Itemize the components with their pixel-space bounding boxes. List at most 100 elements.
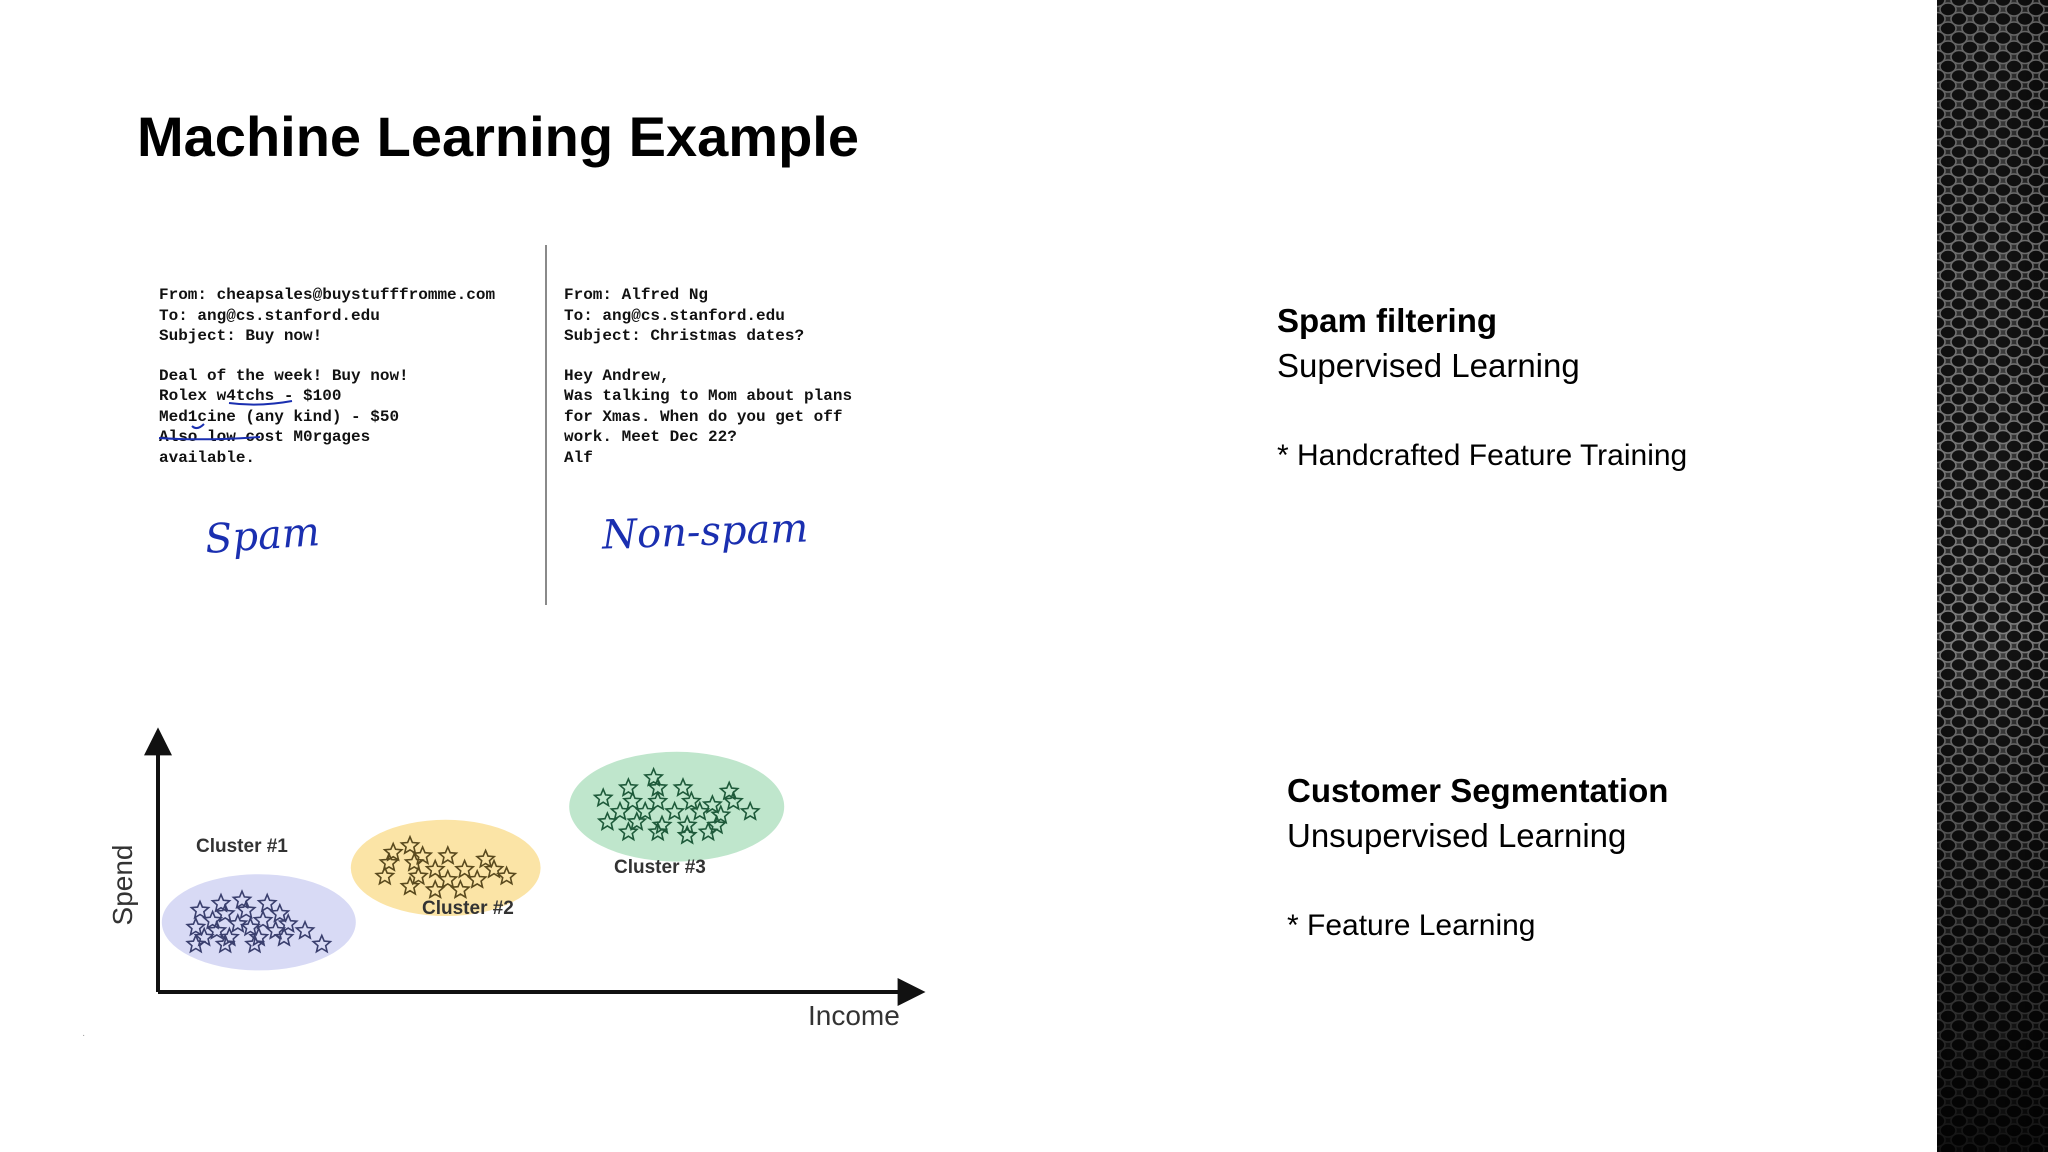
cluster-1-point xyxy=(231,889,253,910)
cluster-2-point xyxy=(483,858,505,879)
email-line: work. Meet Dec 22? xyxy=(564,428,737,446)
email-line: Was talking to Mom about plans xyxy=(564,387,853,405)
cluster-3-point xyxy=(647,821,669,842)
decorative-honeycomb-panel xyxy=(1937,0,2048,1152)
spam-filtering-heading: Spam filtering xyxy=(1277,302,1498,339)
cluster-1-point xyxy=(214,902,236,923)
cluster-3-point xyxy=(609,800,631,821)
cluster-1-point xyxy=(189,899,211,920)
cluster-2-point xyxy=(378,851,400,872)
email-line: Med1cine (any kind) - $50 xyxy=(159,407,400,426)
x-axis-label: Income xyxy=(808,1000,900,1031)
cluster-3-point xyxy=(617,821,639,842)
cluster-3-point xyxy=(592,787,614,808)
email-line: From: cheapsales@buystufffromme.com xyxy=(159,286,496,304)
cluster-1-point xyxy=(269,902,291,923)
cluster-1-point xyxy=(210,892,232,913)
cluster-3-label: Cluster #3 xyxy=(614,857,706,878)
email-line: Deal of the week! Buy now! xyxy=(159,366,409,385)
email-line: Hey Andrew, xyxy=(564,366,670,385)
cluster-3-point xyxy=(643,766,665,787)
cluster-3-point xyxy=(680,790,702,811)
cluster-1-point xyxy=(185,933,207,954)
email-line: To: ang@cs.stanford.edu xyxy=(564,306,785,325)
cluster-2-point xyxy=(382,841,404,862)
unsupervised-learning-label: Unsupervised Learning xyxy=(1287,817,1627,854)
cluster-3-point xyxy=(710,804,732,825)
spam-filtering-block: Spam filtering Supervised Learning * Han… xyxy=(1277,298,1687,478)
spam-email: From: cheapsales@buystufffromme.com To: … xyxy=(159,285,495,468)
email-line: Alf xyxy=(564,448,593,467)
cluster-3-point xyxy=(647,790,669,811)
cluster-3-point xyxy=(701,793,723,815)
cluster-3-point xyxy=(697,821,719,842)
handcrafted-feature-note: * Handcrafted Feature Training xyxy=(1277,439,1688,472)
cluster-3-point xyxy=(722,790,744,811)
y-axis-label: Spend xyxy=(107,845,138,926)
cluster-1-label: Cluster #1 xyxy=(196,836,288,857)
cluster-1-point xyxy=(294,919,316,940)
cluster-2-point xyxy=(437,868,459,889)
cluster-2-point xyxy=(403,851,425,872)
cluster-3-point xyxy=(739,800,761,821)
cluster-1-point xyxy=(214,933,236,954)
cluster-3-point xyxy=(617,776,639,798)
cluster-1-point xyxy=(235,899,257,920)
cluster-2-point xyxy=(399,875,421,896)
email-line: available. xyxy=(159,448,256,467)
slide-footnote-mark: · xyxy=(82,1030,86,1041)
email-line: From: Alfred Ng xyxy=(564,286,709,304)
cluster-2-point xyxy=(466,868,488,889)
cluster-3-point xyxy=(626,810,648,832)
spam-label: Spam xyxy=(203,509,322,563)
cluster-2-label: Cluster #2 xyxy=(422,898,514,919)
cluster-2-point xyxy=(437,844,459,865)
cluster-3-point xyxy=(718,780,740,801)
cluster-3-point xyxy=(676,814,698,835)
email-line: Also low cost M0rgages xyxy=(159,428,371,446)
cluster-3-point xyxy=(634,800,656,821)
email-line: for Xmas. When do you get off xyxy=(564,407,843,426)
cluster-2-point xyxy=(424,858,446,879)
non-spam-label: Non-spam xyxy=(601,505,810,559)
slide-title: Machine Learning Example xyxy=(137,105,859,168)
cluster-1-point xyxy=(206,919,228,940)
cluster-1-point xyxy=(252,909,274,930)
email-example-panel: From: cheapsales@buystufffromme.com To: … xyxy=(142,245,942,605)
cluster-1-point xyxy=(239,916,261,937)
cluster-2-point xyxy=(475,848,497,869)
cluster-3-point xyxy=(672,776,694,798)
cluster-chart: Income Spend Cluster #1 Cluster #2 Clust… xyxy=(100,715,930,1045)
email-line: Rolex w4tchs - $100 xyxy=(159,387,342,405)
customer-segmentation-heading: Customer Segmentation xyxy=(1287,772,1669,809)
cluster-2-point xyxy=(399,834,421,855)
supervised-learning-label: Supervised Learning xyxy=(1277,347,1580,384)
ham-email: From: Alfred Ng To: ang@cs.stanford.edu … xyxy=(564,285,852,468)
cluster-1-point xyxy=(185,916,207,937)
feature-learning-note: * Feature Learning xyxy=(1287,909,1536,942)
cluster-2-region xyxy=(350,819,541,916)
cluster-2-point xyxy=(424,878,446,899)
cluster-chart-svg: Income Spend Cluster #1 Cluster #2 Clust… xyxy=(107,727,926,1031)
cluster-3-point xyxy=(622,790,644,811)
cluster-2-point xyxy=(374,865,396,886)
email-line: Subject: Christmas dates? xyxy=(564,327,805,345)
cluster-3-point xyxy=(596,810,618,832)
cluster-1-point xyxy=(244,933,266,954)
cluster-1-point xyxy=(311,933,333,954)
customer-segmentation-block: Customer Segmentation Unsupervised Learn… xyxy=(1287,768,1668,948)
cluster-1-point xyxy=(227,912,249,933)
email-line: Subject: Buy now! xyxy=(159,327,323,345)
cluster-2-point xyxy=(496,865,518,886)
cluster-1-point xyxy=(273,926,295,947)
email-line xyxy=(564,347,852,366)
cluster-1-point xyxy=(202,909,224,930)
cluster-2-point xyxy=(454,858,476,879)
cluster-3-point xyxy=(689,800,711,821)
cluster-3-point xyxy=(676,824,698,845)
cluster-1-point xyxy=(256,892,278,913)
cluster-2-point xyxy=(449,878,471,899)
cluster-3-point xyxy=(664,800,686,821)
handwritten-underlines xyxy=(158,400,293,441)
email-divider xyxy=(545,245,547,605)
